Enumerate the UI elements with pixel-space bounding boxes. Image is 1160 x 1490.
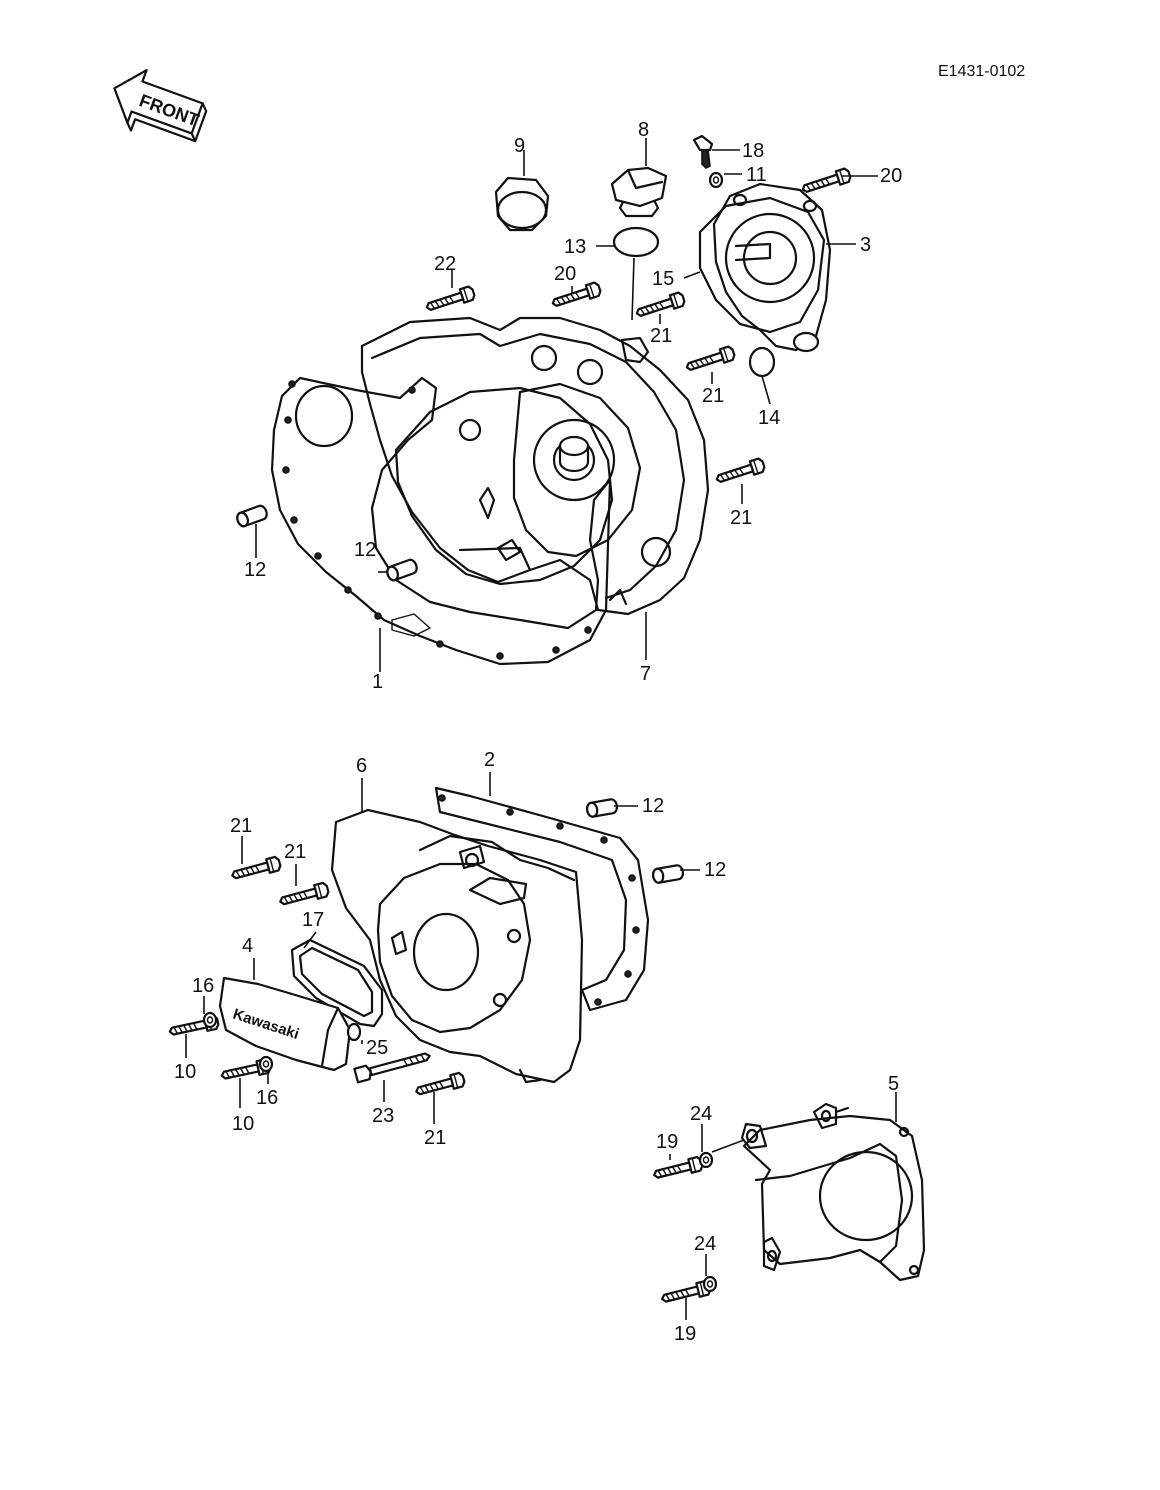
dowel-pin-12-d	[650, 863, 686, 885]
bolt-23	[353, 1052, 431, 1084]
bolt-21-d	[229, 855, 283, 884]
callout-23: 23	[372, 1105, 394, 1127]
oil-filter-cover-3	[712, 182, 832, 353]
leader-lines-top	[255, 138, 878, 672]
callout-19-b: 19	[674, 1323, 696, 1345]
callout-21-bottom-a: 21	[230, 815, 252, 837]
callout-21-bottom-c: 21	[424, 1127, 446, 1149]
oil-filler-cap-8	[610, 166, 668, 218]
washer-24-b	[702, 1275, 718, 1293]
callout-15: 15	[652, 268, 674, 290]
leader-lines-bottom-right	[669, 1092, 897, 1320]
callout-20-right: 20	[880, 165, 902, 187]
callout-16-b: 16	[256, 1087, 278, 1109]
callout-labels: 9 8 18 11 20 3 13 15 22 20 21 21 14 21 1…	[174, 119, 902, 1345]
sprocket-cover-5	[740, 1102, 926, 1282]
crankcase-gasket-1	[270, 376, 612, 666]
grommet-25	[346, 1022, 362, 1042]
gasket-17	[290, 938, 384, 1028]
washer-24-a	[698, 1151, 714, 1169]
callout-5: 5	[888, 1073, 899, 1095]
callout-12-top-center: 12	[354, 539, 376, 561]
callout-7: 7	[640, 663, 651, 685]
clutch-cover-7	[360, 316, 710, 616]
callout-21-bottom-b: 21	[284, 841, 306, 863]
drawing-code: E1431-0102	[938, 63, 1025, 80]
callout-2: 2	[484, 749, 495, 771]
callout-25: 25	[366, 1037, 388, 1059]
callout-16-a: 16	[192, 975, 214, 997]
callout-18: 18	[742, 140, 764, 162]
callout-12-top-left: 12	[244, 559, 266, 581]
callout-24-b: 24	[694, 1233, 716, 1255]
washer-16-b	[258, 1055, 274, 1073]
washer-16-a	[202, 1011, 218, 1029]
bolt-21-f	[413, 1071, 467, 1100]
dowel-pin-12-b	[384, 557, 420, 583]
callout-22: 22	[434, 253, 456, 275]
bolt-22	[423, 284, 477, 316]
plug-9	[494, 176, 550, 232]
callout-1: 1	[372, 671, 383, 693]
callout-21-top-a: 21	[650, 325, 672, 347]
dowel-pin-12-c	[584, 797, 620, 819]
callout-21-top-c: 21	[730, 507, 752, 529]
cover-gasket-2	[434, 786, 650, 1012]
callout-10-a: 10	[174, 1061, 196, 1083]
callout-21-top-b: 21	[702, 385, 724, 407]
bolt-21-c	[713, 456, 767, 488]
front-arrow-icon: FRONT	[113, 69, 208, 143]
callout-20-left: 20	[554, 263, 576, 285]
callout-12-bottom-a: 12	[642, 795, 664, 817]
callout-3: 3	[860, 234, 871, 256]
o-ring-gasket-15	[698, 196, 826, 334]
leader-lines-bottom-left	[185, 772, 700, 1124]
bolt-18	[692, 134, 714, 169]
generator-cover-6	[330, 808, 584, 1084]
callout-12-bottom-b: 12	[704, 859, 726, 881]
washer-11	[708, 171, 724, 189]
callout-10-b: 10	[232, 1113, 254, 1135]
emblem-cover-4: Kawasaki	[218, 976, 352, 1072]
bolt-21-b	[683, 344, 737, 376]
callout-13: 13	[564, 236, 586, 258]
o-ring-13	[612, 226, 660, 258]
callout-24-a: 24	[690, 1103, 712, 1125]
bolt-20-b	[799, 166, 853, 198]
callout-17: 17	[302, 909, 324, 931]
o-ring-14	[748, 346, 776, 378]
bolt-19-a	[651, 1155, 705, 1183]
callout-8: 8	[638, 119, 649, 141]
callout-19-a: 19	[656, 1131, 678, 1153]
callout-9: 9	[514, 135, 525, 157]
bolt-20-a	[549, 280, 603, 312]
callout-6: 6	[356, 755, 367, 777]
callout-14: 14	[758, 407, 780, 429]
dowel-pin-12-a	[234, 503, 270, 529]
callout-4: 4	[242, 935, 253, 957]
callout-11: 11	[746, 164, 767, 186]
bolt-21-e	[277, 881, 331, 910]
